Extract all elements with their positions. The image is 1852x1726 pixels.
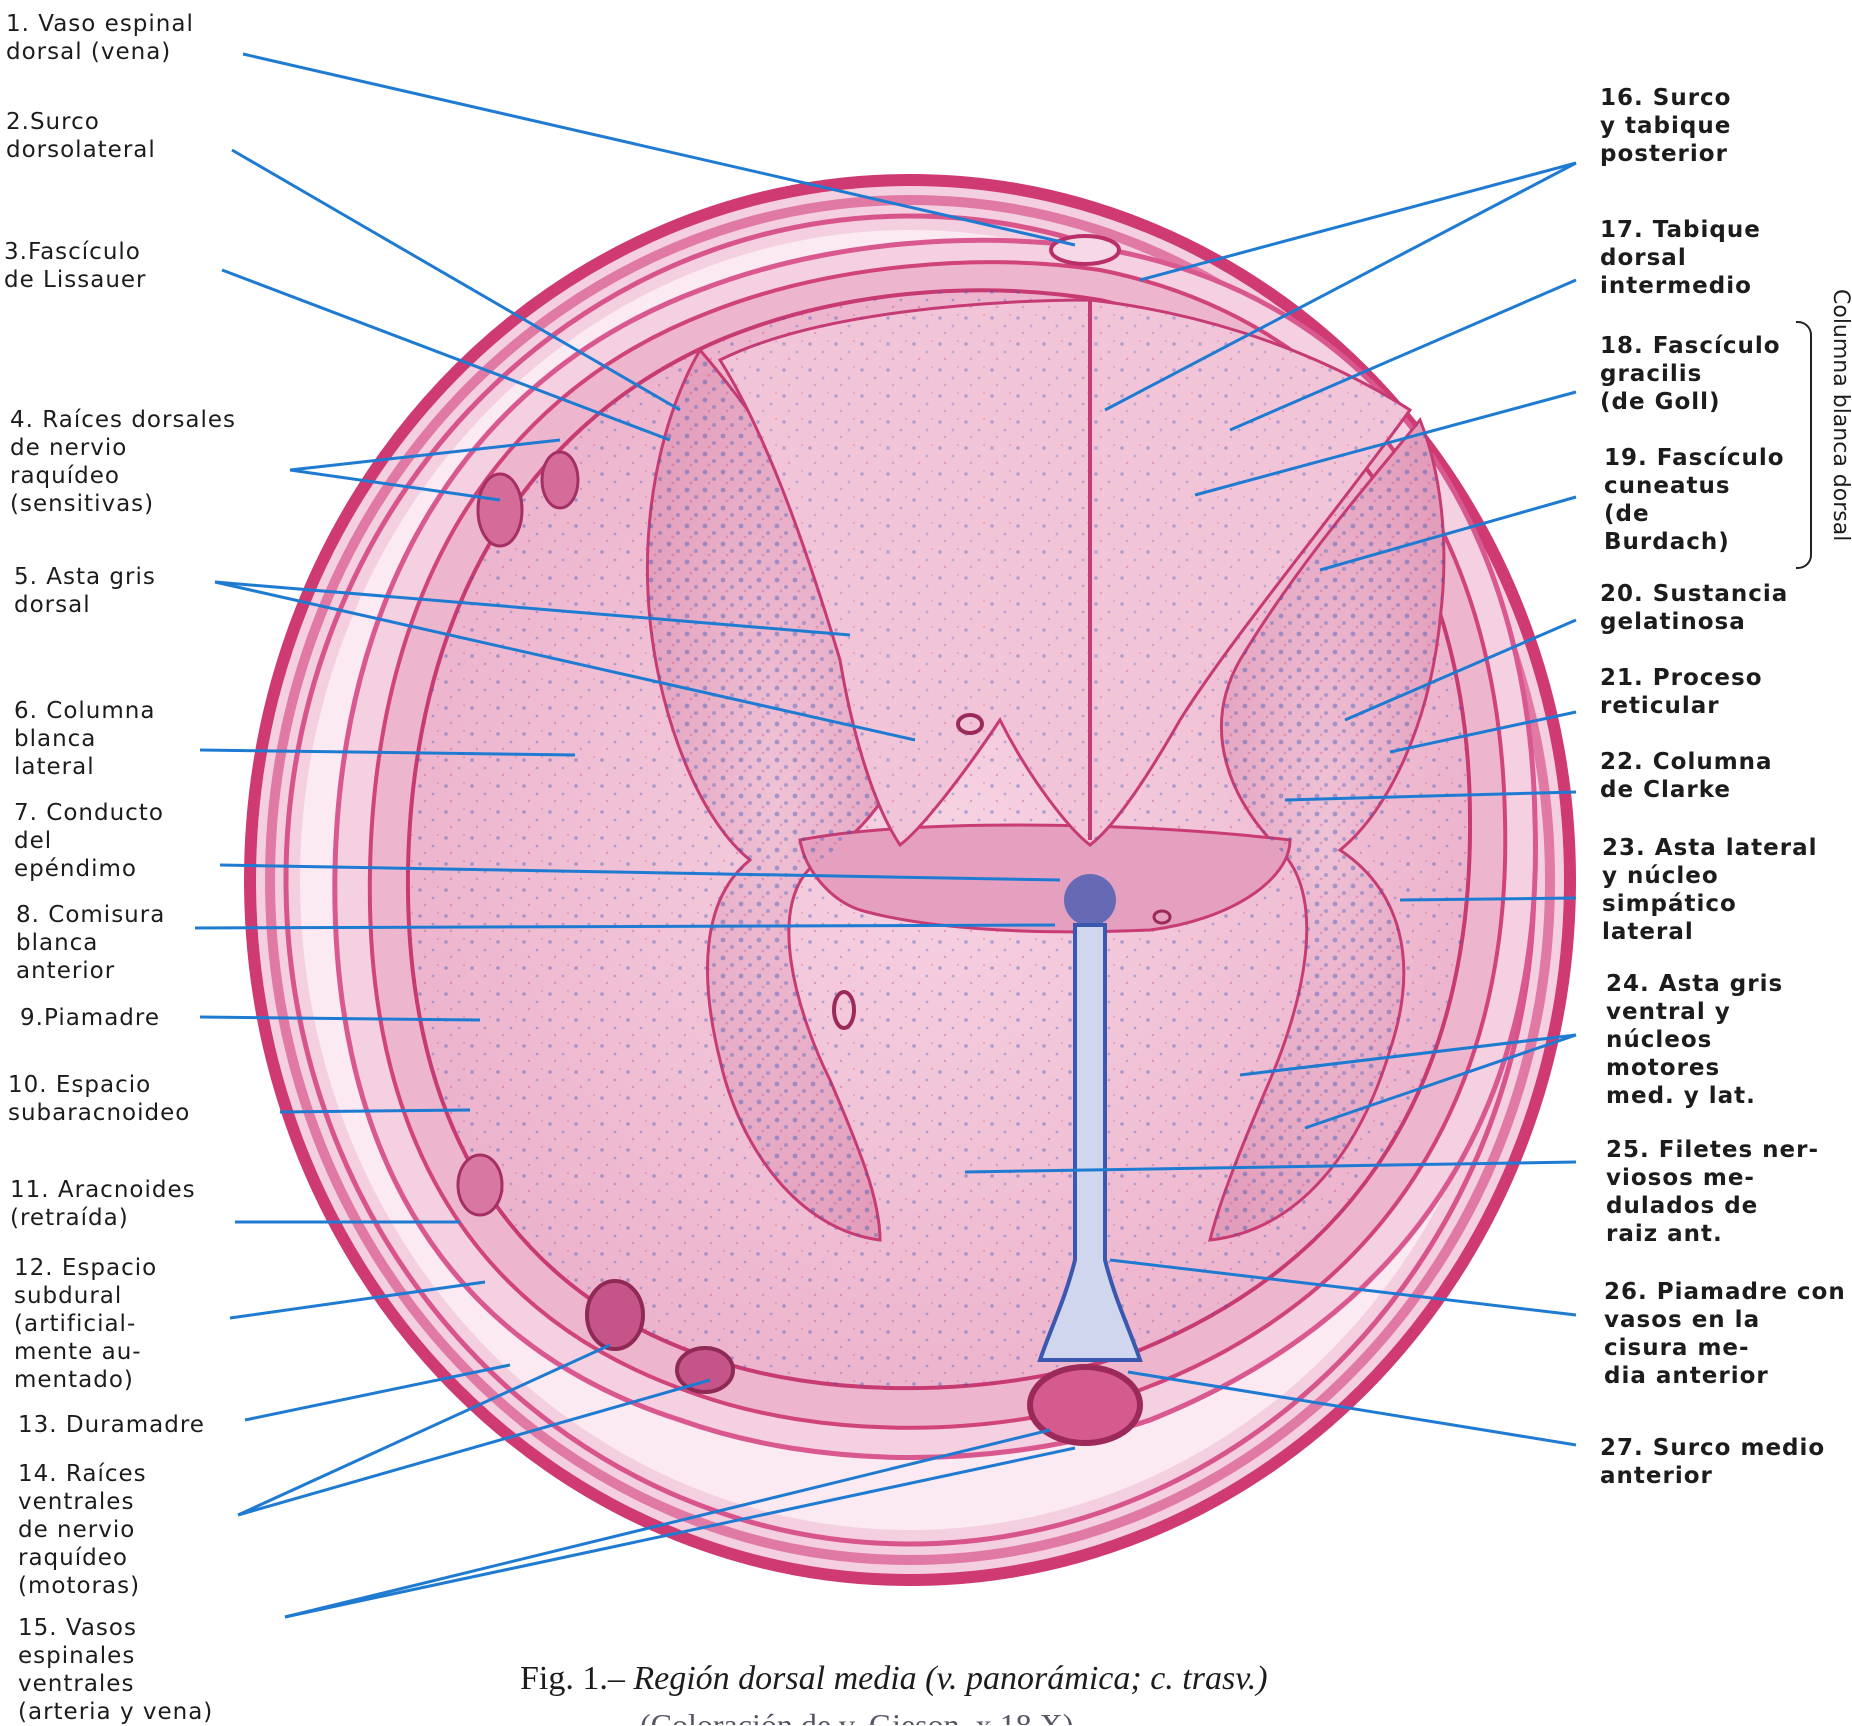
leader-1	[243, 54, 1075, 245]
figure-subcaption: (Coloración de v. Gieson. x 18 X)	[640, 1707, 1073, 1725]
dorsal-column-brace	[1796, 321, 1812, 569]
label-17: 17. Tabique dorsal intermedio	[1600, 216, 1761, 300]
central-canal	[1064, 874, 1116, 926]
label-23: 23. Asta lateral y núcleo simpático late…	[1602, 834, 1818, 946]
label-19: 19. Fascículo cuneatus (de Burdach)	[1604, 444, 1785, 556]
label-9: 9.Piamadre	[20, 1004, 160, 1032]
label-11: 11. Aracnoides (retraída)	[10, 1176, 196, 1232]
label-22: 22. Columna de Clarke	[1600, 748, 1773, 804]
dorsal-spinal-vein	[1051, 236, 1119, 264]
label-4: 4. Raíces dorsales de nervio raquídeo (s…	[10, 406, 236, 518]
label-18: 18. Fascículo gracilis (de Goll)	[1600, 332, 1781, 416]
label-7: 7. Conducto del epéndimo	[14, 799, 164, 883]
label-25: 25. Filetes ner- viosos me- dulados de r…	[1606, 1136, 1819, 1248]
label-14: 14. Raíces ventrales de nervio raquídeo …	[18, 1460, 147, 1600]
label-3: 3.Fascículo de Lissauer	[4, 238, 147, 294]
label-8: 8. Comisura blanca anterior	[16, 901, 165, 985]
label-2: 2.Surco dorsolateral	[6, 108, 156, 164]
label-10: 10. Espacio subaracnoideo	[8, 1071, 190, 1127]
leader-16b	[1140, 163, 1576, 280]
leader-23	[1400, 898, 1576, 900]
label-24: 24. Asta gris ventral y núcleos motores …	[1606, 970, 1783, 1110]
label-13: 13. Duramadre	[18, 1411, 205, 1439]
label-21: 21. Proceso reticular	[1600, 664, 1763, 720]
side-label-columna-blanca-dorsal: Columna blanca dorsal	[1828, 289, 1852, 541]
label-20: 20. Sustancia gelatinosa	[1600, 580, 1788, 636]
label-6: 6. Columna blanca lateral	[14, 697, 155, 781]
figure-caption: Fig. 1.– Región dorsal media (v. panorám…	[520, 1660, 1268, 1698]
label-5: 5. Asta gris dorsal	[14, 563, 156, 619]
leader-10	[280, 1110, 470, 1112]
label-27: 27. Surco medio anterior	[1600, 1434, 1825, 1490]
label-26: 26. Piamadre con vasos en la cisura me- …	[1604, 1278, 1846, 1390]
label-12: 12. Espacio subdural (artificial- mente …	[14, 1254, 157, 1394]
label-15: 15. Vasos espinales ventrales (arteria y…	[18, 1614, 213, 1726]
label-1: 1. Vaso espinal dorsal (vena)	[6, 10, 194, 66]
label-16: 16. Surco y tabique posterior	[1600, 84, 1731, 168]
